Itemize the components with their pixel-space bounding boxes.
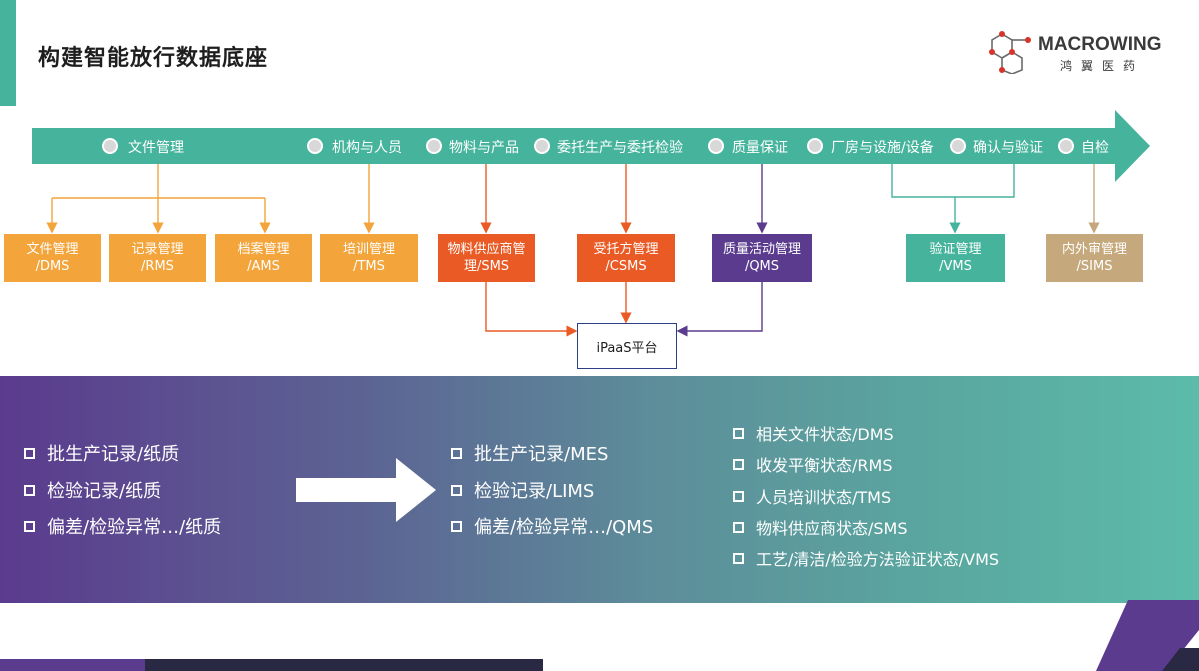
system-code: /VMS <box>939 259 972 274</box>
logo-subtitle: 鸿翼医药 <box>1060 59 1145 73</box>
checkbox-square-icon <box>733 553 744 564</box>
checkbox-square-icon <box>451 447 462 459</box>
right-arrow-icon <box>296 458 436 522</box>
system-name: 受托方管理 <box>593 242 659 257</box>
checkbox-square-icon <box>733 491 744 502</box>
comparison-band <box>0 376 1199 603</box>
system-box-ams: 档案管理/AMS <box>215 234 312 282</box>
footer-bar-purple <box>0 659 145 671</box>
system-name: 记录管理 <box>131 242 184 257</box>
system-name: 文件管理 <box>26 242 79 257</box>
system-code: /SIMS <box>1076 259 1113 274</box>
after-item: 偏差/检验异常…/QMS <box>451 513 653 539</box>
system-code: /AMS <box>247 259 280 274</box>
category-validation: 确认与验证 <box>973 140 1043 156</box>
checkbox-square-icon <box>24 520 35 532</box>
checkbox-square-icon <box>451 520 462 532</box>
before-item: 偏差/检验异常…/纸质 <box>24 513 221 539</box>
status-item: 人员培训状态/TMS <box>733 484 891 508</box>
after-item: 批生产记录/MES <box>451 440 608 466</box>
system-name: 培训管理 <box>342 242 395 257</box>
system-box-dms: 文件管理/DMS <box>4 234 101 282</box>
system-name: 验证管理 <box>929 242 982 257</box>
before-item: 检验记录/纸质 <box>24 477 161 503</box>
system-box-csms: 受托方管理/CSMS <box>577 234 675 282</box>
system-name: 档案管理 <box>237 242 290 257</box>
system-code: /TMS <box>353 259 385 274</box>
category-quality-assurance: 质量保证 <box>732 140 788 156</box>
category-self-inspection: 自检 <box>1081 140 1109 156</box>
system-name: 内外审管理 <box>1061 242 1127 257</box>
system-box-qms: 质量活动管理/QMS <box>712 234 812 282</box>
system-name: 质量活动管理 <box>722 242 801 257</box>
category-organization: 机构与人员 <box>332 140 402 156</box>
ipaas-platform-box: iPaaS平台 <box>577 323 677 369</box>
system-name: 物料供应商管 <box>447 242 526 257</box>
category-material: 物料与产品 <box>449 140 519 156</box>
system-box-sms: 物料供应商管理/SMS <box>438 234 535 282</box>
corner-decoration <box>1096 600 1199 671</box>
logo-name: MACROWING <box>1038 34 1162 55</box>
system-code: 理/SMS <box>463 259 510 274</box>
system-box-sims: 内外审管理/SIMS <box>1046 234 1143 282</box>
accent-bar <box>0 0 16 106</box>
checkbox-square-icon <box>451 484 462 496</box>
page-title: 构建智能放行数据底座 <box>38 46 269 71</box>
checkbox-square-icon <box>733 459 744 470</box>
category-outsourcing: 委托生产与委托检验 <box>557 140 683 156</box>
checkbox-square-icon <box>733 522 744 533</box>
system-code: /DMS <box>35 259 70 274</box>
timeline-arrow <box>32 110 1150 182</box>
system-code: /CSMS <box>605 259 647 274</box>
status-item: 工艺/清洁/检验方法验证状态/VMS <box>733 546 999 570</box>
logo: MACROWING 鸿翼医药 <box>988 30 1168 75</box>
system-box-vms: 验证管理/VMS <box>906 234 1005 282</box>
after-item: 检验记录/LIMS <box>451 477 594 503</box>
system-box-rms: 记录管理/RMS <box>109 234 206 282</box>
system-code: /RMS <box>141 259 174 274</box>
system-box-tms: 培训管理/TMS <box>320 234 418 282</box>
footer-bar-dark <box>145 659 543 671</box>
category-document: 文件管理 <box>128 140 184 156</box>
status-item: 相关文件状态/DMS <box>733 421 894 445</box>
checkbox-square-icon <box>733 428 744 439</box>
status-item: 收发平衡状态/RMS <box>733 452 892 476</box>
checkbox-square-icon <box>24 484 35 496</box>
system-code: /QMS <box>744 259 780 274</box>
before-item: 批生产记录/纸质 <box>24 440 179 466</box>
status-item: 物料供应商状态/SMS <box>733 515 908 539</box>
checkbox-square-icon <box>24 447 35 459</box>
category-facility: 厂房与设施/设备 <box>831 140 934 156</box>
